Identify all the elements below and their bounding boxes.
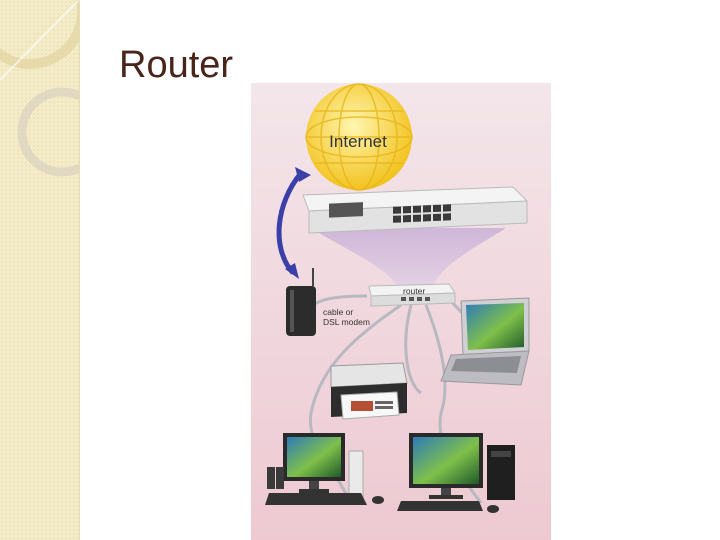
decorative-sidebar xyxy=(0,0,80,540)
network-switch xyxy=(302,186,529,234)
cable-dsl-modem xyxy=(286,268,316,336)
modem-label-line2: DSL modem xyxy=(323,317,370,327)
diagram-canvas: Internet cable or xyxy=(251,83,551,540)
router-device xyxy=(368,283,456,307)
network-diagram: Internet cable or xyxy=(251,83,551,540)
desktop-computer-left xyxy=(265,433,384,505)
modem-label-line1: cable or xyxy=(323,307,353,317)
internet-globe-icon xyxy=(305,83,413,191)
sidebar-ornament xyxy=(0,0,79,177)
laptop-computer xyxy=(440,297,530,386)
connection-funnel xyxy=(311,228,506,293)
router-label: router xyxy=(403,286,425,296)
two-way-arrow-icon xyxy=(276,167,311,279)
printer xyxy=(330,362,408,420)
slide-title: Router xyxy=(119,44,234,86)
desktop-computer-right xyxy=(397,433,515,513)
internet-label: Internet xyxy=(329,132,387,151)
